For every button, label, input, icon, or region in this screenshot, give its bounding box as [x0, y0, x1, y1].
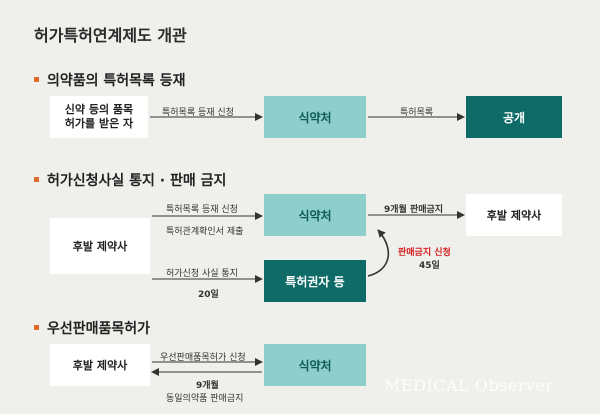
public-box: 공개 — [466, 96, 562, 138]
s2-label-20: 20일 — [198, 290, 219, 300]
section-1-heading-text: 의약품의 특허목록 등재 — [47, 73, 186, 89]
section-3-heading: 우선판매품목허가 — [34, 318, 150, 338]
s3-generic-box: 후발 제약사 — [50, 344, 150, 386]
s1-label-apply: 특허목록 등재 신청 — [162, 108, 234, 118]
page-title: 허가특허연계제도 개관 — [34, 26, 187, 45]
s2-generic-right-box: 후발 제약사 — [466, 194, 562, 236]
s2-label-ban9: 9개월 판매금지 — [384, 205, 444, 215]
s3-agency-box: 식약처 — [264, 344, 366, 386]
applicant-box: 신약 등의 품목 허가를 받은 자 — [50, 96, 148, 138]
s2-label-ban-req: 판매금지 신청 — [398, 248, 451, 258]
s2-agency-box: 식약처 — [264, 194, 366, 236]
bullet-icon — [34, 176, 39, 182]
applicant-line-1: 신약 등의 품목 — [64, 103, 134, 116]
s3-label-ban: 동일의약품 판매금지 — [166, 394, 244, 404]
patentee-box: 특허권자 등 — [264, 260, 366, 302]
s2-label-45: 45일 — [419, 261, 440, 271]
s1-label-list: 특허목록 — [400, 108, 434, 118]
watermark: MEDICAL Observer — [384, 376, 554, 395]
bullet-icon — [34, 76, 39, 82]
s2-label-apply1: 특허목록 등재 신청 — [166, 205, 238, 215]
section-2-heading-text: 허가신청사실 통지 · 판매 금지 — [47, 173, 227, 189]
s2-generic-box: 후발 제약사 — [50, 218, 150, 274]
section-1-heading: 의약품의 특허목록 등재 — [34, 70, 186, 90]
bullet-icon — [34, 324, 39, 330]
s2-label-apply2: 특허관계확인서 제출 — [166, 227, 244, 237]
s3-label-req: 우선판매품목허가 신청 — [160, 353, 246, 363]
section-3-heading-text: 우선판매품목허가 — [47, 321, 151, 337]
s2-arrow-ban-request — [367, 229, 390, 277]
section-2-heading: 허가신청사실 통지 · 판매 금지 — [34, 170, 226, 190]
s3-label-9: 9개월 — [196, 381, 219, 391]
applicant-line-2: 허가를 받은 자 — [64, 117, 134, 130]
s2-label-notice: 허가신청 사실 통지 — [166, 269, 238, 279]
s1-agency-box: 식약처 — [264, 96, 366, 138]
